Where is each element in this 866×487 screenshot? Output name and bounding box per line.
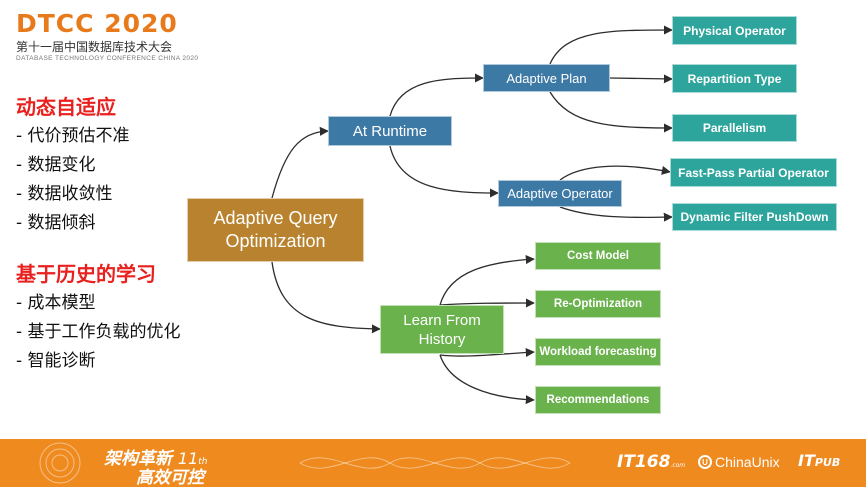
edge-operator-fastpass [559, 165, 671, 181]
sponsor-itpub-text: IT [798, 451, 815, 470]
edition-number: 11 [177, 449, 199, 468]
node-adaptive-plan: Adaptive Plan [483, 64, 610, 92]
node-cost-model: Cost Model [535, 242, 661, 270]
node-re-optimization: Re-Optimization [535, 290, 661, 318]
brand-title: DTCC 2020 [16, 9, 178, 38]
bullet-item: - 数据倾斜 [16, 213, 96, 233]
edge-history-reopt [439, 298, 535, 308]
bullet-item: - 成本模型 [16, 293, 96, 313]
node-physical-operator: Physical Operator [672, 16, 797, 45]
edge-operator-dynamic [559, 206, 673, 222]
bullet-item: - 智能诊断 [16, 351, 96, 371]
node-adaptive-query-optimization: Adaptive Query Optimization [187, 198, 364, 262]
conference-logo: DTCC 2020 第十一届中国数据库技术大会 DATABASE TECHNOL… [16, 10, 198, 63]
node-repartition-type: Repartition Type [672, 64, 797, 93]
conference-name-cn: 第十一届中国数据库技术大会 [16, 40, 173, 54]
bullet-item: - 数据变化 [16, 155, 96, 175]
edition-suffix: th [198, 457, 208, 467]
conference-name-en: DATABASE TECHNOLOGY CONFERENCE CHINA 202… [16, 55, 199, 62]
section-heading-history: 基于历史的学习 [16, 262, 156, 286]
edge-plan-physical [549, 25, 673, 65]
edge-plan-repartition [609, 74, 673, 84]
node-learn-from-history: Learn From History [380, 305, 504, 354]
node-workload-forecasting: Workload forecasting [535, 338, 661, 366]
footer-slogan-line2: 高效可控 [136, 468, 204, 487]
bullet-item: - 基于工作负载的优化 [16, 322, 181, 342]
edge-runtime-adaptive-plan [389, 73, 484, 117]
chinaunix-ring-icon: U [698, 455, 712, 469]
edge-history-workload [439, 347, 535, 358]
sponsor-chinaunix-text: ChinaUnix [715, 454, 780, 470]
section-adaptive: 动态自适应 - 代价预估不准 - 数据变化 - 数据收敛性 - 数据倾斜 [16, 95, 130, 238]
node-fast-pass-partial-operator: Fast-Pass Partial Operator [670, 158, 837, 187]
node-at-runtime: At Runtime [328, 116, 452, 146]
footer-slogan-line1: 架构革新 11th [104, 444, 208, 469]
sponsor-it168-suffix: .com [670, 462, 686, 469]
node-dynamic-filter-pushdown: Dynamic Filter PushDown [672, 203, 837, 231]
node-parallelism: Parallelism [672, 114, 797, 142]
sponsor-it168-text: IT168 [617, 452, 671, 472]
bullet-item: - 代价预估不准 [16, 126, 130, 146]
edge-root-runtime [271, 126, 329, 199]
edge-plan-parallelism [549, 91, 673, 133]
sponsor-itpub-suffix: PUB [814, 456, 841, 469]
edge-history-cost [439, 255, 535, 306]
sponsor-itpub-logo: ITPUB [798, 451, 840, 470]
slogan-text-1: 架构革新 [104, 449, 172, 469]
node-adaptive-operator: Adaptive Operator [498, 180, 622, 207]
footer-decoration [39, 442, 571, 484]
diagram-connectors [271, 25, 673, 405]
section-history: 基于历史的学习 - 成本模型 - 基于工作负载的优化 - 智能诊断 [16, 262, 181, 376]
node-recommendations: Recommendations [535, 386, 661, 414]
edge-history-recommend [439, 354, 535, 405]
footer-banner: 架构革新 11th 高效可控 IT168.com U ChinaUnix ITP… [0, 439, 866, 487]
edge-runtime-adaptive-operator [389, 145, 499, 198]
sponsor-chinaunix-logo: U ChinaUnix [698, 454, 780, 470]
section-heading-adaptive: 动态自适应 [16, 95, 116, 119]
bullet-item: - 数据收敛性 [16, 184, 113, 204]
sponsor-it168-logo: IT168.com [617, 452, 685, 472]
edge-root-history [271, 261, 381, 334]
